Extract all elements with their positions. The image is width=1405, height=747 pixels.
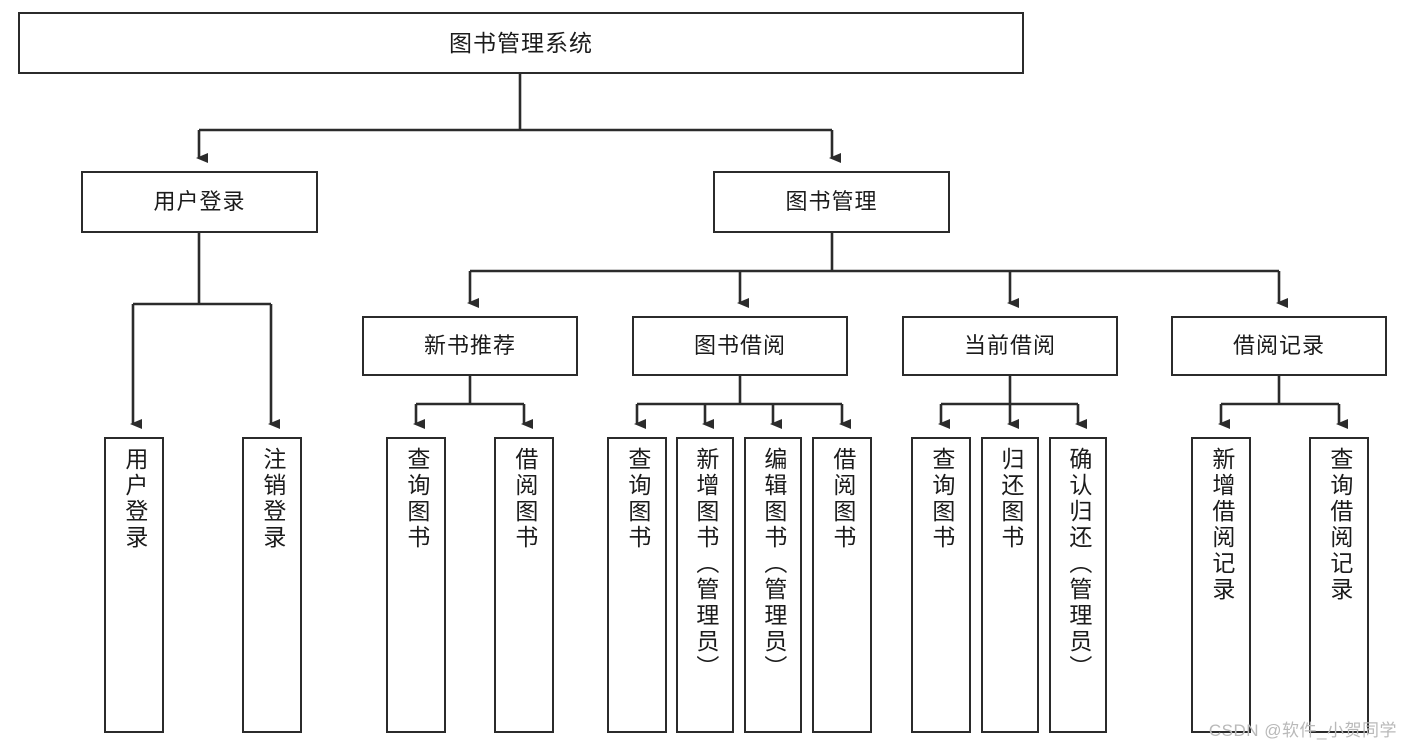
node-label: 新书推荐 bbox=[423, 333, 516, 359]
node-label: 查询图书 bbox=[403, 447, 430, 551]
node-new-book-recommendation[interactable]: 新书推荐 bbox=[362, 316, 578, 376]
leaf-user-login[interactable]: 用户登录 bbox=[104, 437, 164, 733]
node-user-login[interactable]: 用户登录 bbox=[81, 171, 318, 233]
node-label: 借阅记录 bbox=[1232, 333, 1325, 359]
node-label: 新增借阅记录 bbox=[1208, 447, 1235, 603]
node-label: 查询借阅记录 bbox=[1326, 447, 1353, 603]
node-label: 新增图书（管理员） bbox=[692, 447, 719, 681]
node-label: 图书管理系统 bbox=[449, 29, 593, 56]
leaf-confirm-return-admin[interactable]: 确认归还（管理员） bbox=[1049, 437, 1107, 733]
node-book-management[interactable]: 图书管理 bbox=[713, 171, 950, 233]
leaf-return-books[interactable]: 归还图书 bbox=[981, 437, 1039, 733]
node-book-borrowing[interactable]: 图书借阅 bbox=[632, 316, 848, 376]
node-label: 查询图书 bbox=[624, 447, 651, 551]
node-current-borrowing[interactable]: 当前借阅 bbox=[902, 316, 1118, 376]
leaf-add-book-admin[interactable]: 新增图书（管理员） bbox=[676, 437, 734, 733]
node-root-book-management-system[interactable]: 图书管理系统 bbox=[18, 12, 1024, 74]
leaf-lend-books[interactable]: 借阅图书 bbox=[812, 437, 872, 733]
node-label: 当前借阅 bbox=[963, 333, 1056, 359]
leaf-query-books-current[interactable]: 查询图书 bbox=[911, 437, 971, 733]
node-label: 归还图书 bbox=[997, 447, 1024, 551]
node-label: 借阅图书 bbox=[511, 447, 538, 551]
leaf-query-borrow-record[interactable]: 查询借阅记录 bbox=[1309, 437, 1369, 733]
csdn-watermark: CSDN @软件_小贺同学 bbox=[1208, 721, 1397, 740]
leaf-edit-book-admin[interactable]: 编辑图书（管理员） bbox=[744, 437, 802, 733]
leaf-borrow-books-recommend[interactable]: 借阅图书 bbox=[494, 437, 554, 733]
node-label: 编辑图书（管理员） bbox=[760, 447, 787, 681]
leaf-query-books-borrow[interactable]: 查询图书 bbox=[607, 437, 667, 733]
leaf-add-borrow-record[interactable]: 新增借阅记录 bbox=[1191, 437, 1251, 733]
leaf-query-books-recommend[interactable]: 查询图书 bbox=[386, 437, 446, 733]
node-label: 用户登录 bbox=[153, 189, 246, 215]
leaf-logout[interactable]: 注销登录 bbox=[242, 437, 302, 733]
node-label: 用户登录 bbox=[121, 447, 148, 551]
node-label: 查询图书 bbox=[928, 447, 955, 551]
node-label: 确认归还（管理员） bbox=[1065, 447, 1092, 681]
node-borrowing-record[interactable]: 借阅记录 bbox=[1171, 316, 1387, 376]
node-label: 借阅图书 bbox=[829, 447, 856, 551]
node-label: 图书管理 bbox=[785, 189, 878, 215]
node-label: 图书借阅 bbox=[693, 333, 786, 359]
node-label: 注销登录 bbox=[259, 447, 286, 551]
